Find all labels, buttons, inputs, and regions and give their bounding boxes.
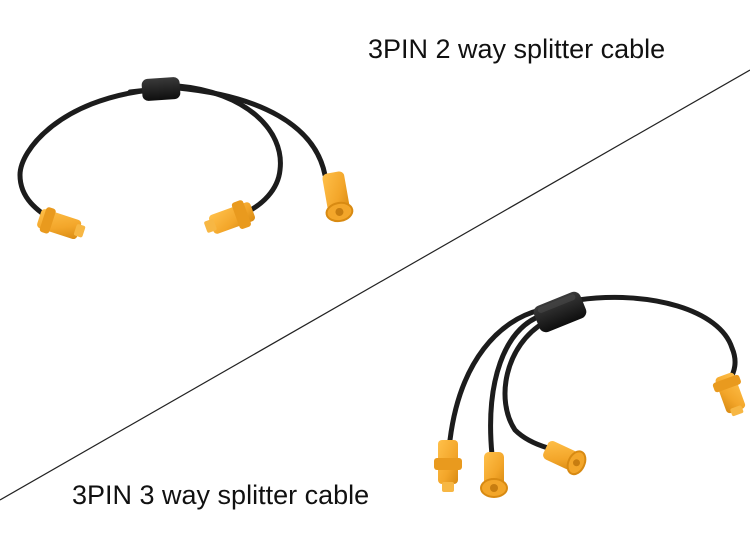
connector-female-right — [322, 171, 354, 223]
cable-branch-2 — [488, 313, 543, 458]
cable-lead — [17, 87, 153, 225]
caption-3-way-splitter: 3PIN 3 way splitter cable — [72, 480, 370, 510]
caption-2-way-splitter: 3PIN 2 way splitter cable — [368, 34, 666, 64]
connector-male-branch-1 — [434, 440, 462, 492]
cable-branch-2 — [175, 85, 328, 178]
cable-branch-1 — [447, 307, 543, 443]
two-way-splitter-cable — [17, 77, 354, 240]
three-way-splitter-cable — [434, 291, 746, 498]
splitter-hub — [533, 291, 587, 333]
splitter-hub — [141, 77, 181, 101]
connector-male-middle — [204, 200, 255, 234]
connector-male-lead — [712, 372, 746, 417]
cable-lead — [575, 295, 738, 383]
cable-branch-1 — [175, 83, 283, 216]
connector-female-branch-2 — [480, 452, 508, 498]
connector-female-branch-3 — [543, 440, 587, 476]
diagonal-divider — [0, 69, 750, 501]
connector-male-left — [37, 207, 86, 240]
cable-branch-3 — [502, 319, 551, 451]
